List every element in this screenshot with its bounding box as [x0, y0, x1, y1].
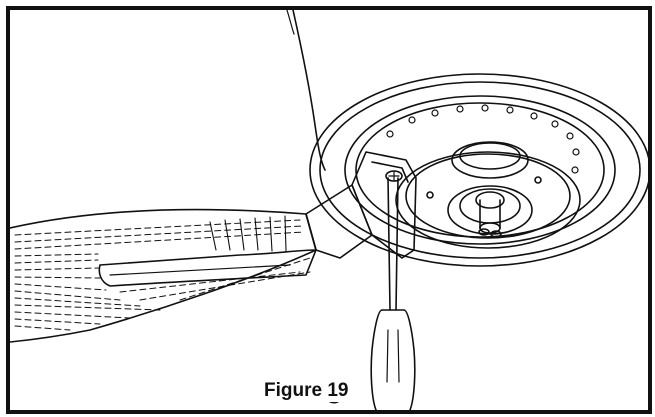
figure-frame: Figure 19: [6, 6, 652, 414]
center-shaft: [475, 191, 505, 238]
blade-ribs: [209, 215, 287, 252]
motor-hub-plate: [395, 141, 581, 249]
screwdriver-icon: [370, 177, 416, 410]
figure-caption: Figure 19: [260, 380, 353, 402]
housing-fold-line: [286, 10, 295, 35]
fan-blade: [10, 208, 317, 343]
mounting-ring: [309, 73, 648, 267]
motor-housing-outline: [292, 10, 326, 171]
ring-holes: [386, 104, 580, 174]
bracket-screw: [385, 170, 403, 182]
blade-texture: [14, 219, 311, 331]
fan-assembly-illustration: [10, 10, 648, 410]
